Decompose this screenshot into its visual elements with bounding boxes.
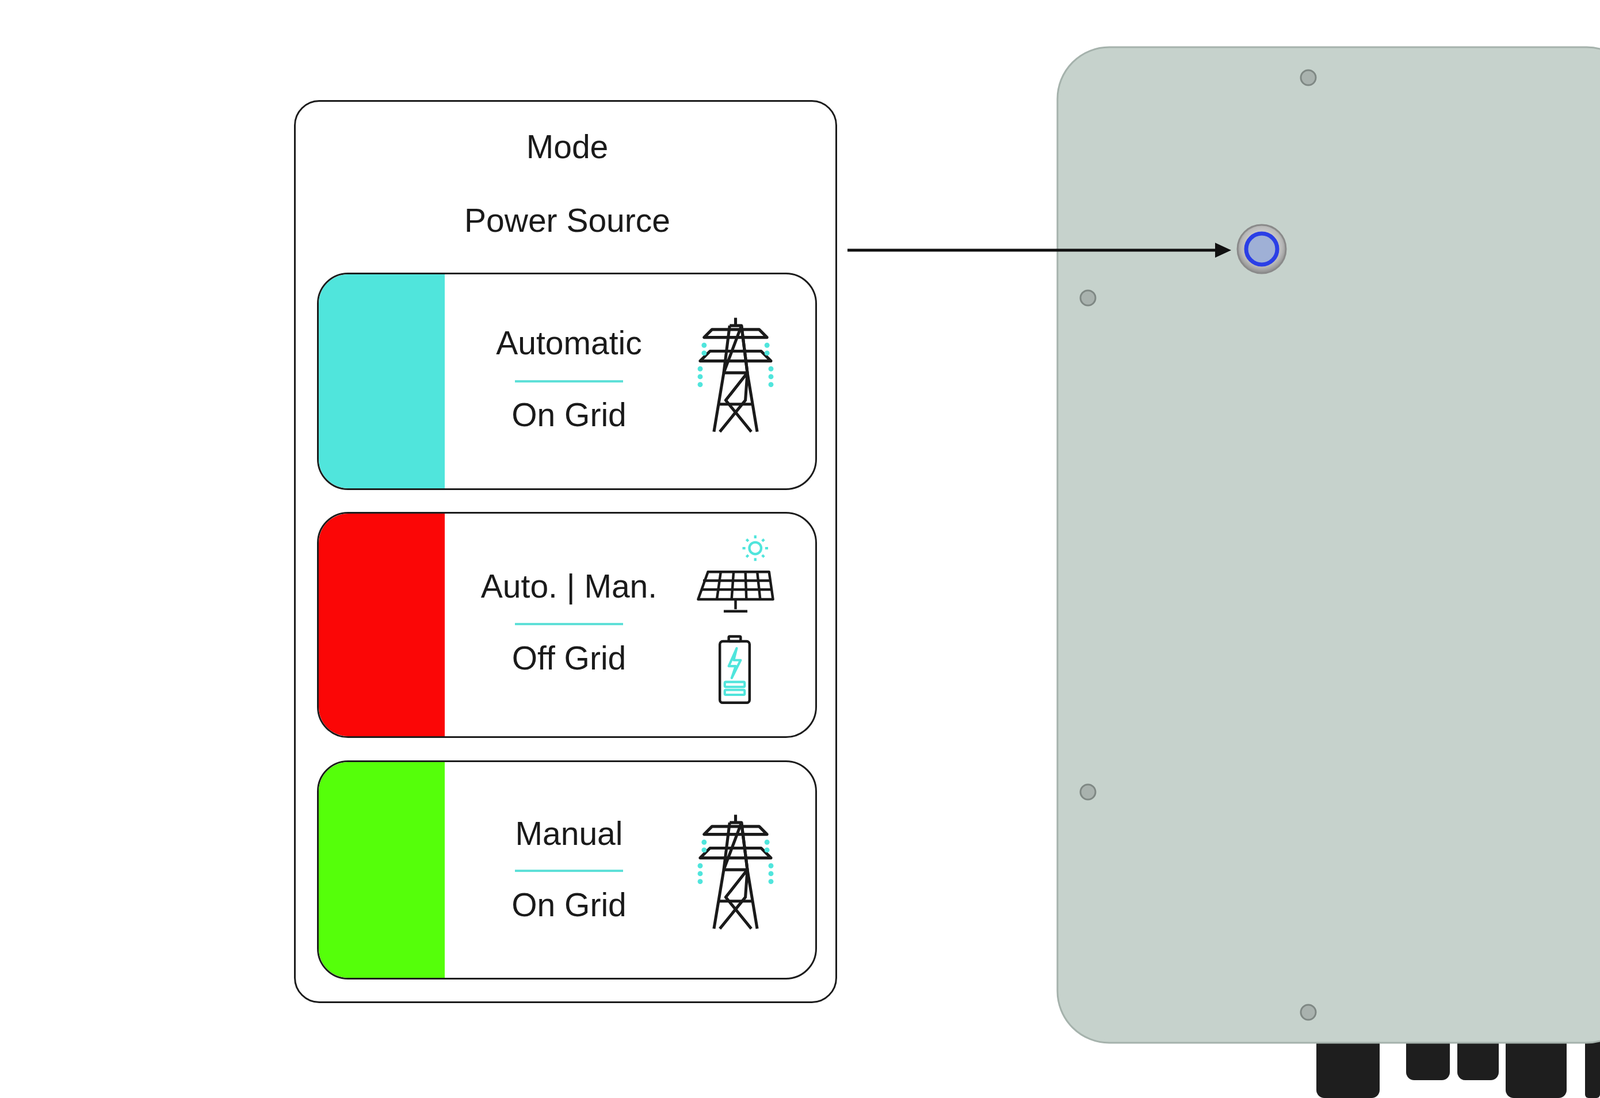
leader-arrow: [847, 242, 1232, 258]
source-label: Off Grid: [512, 640, 627, 677]
mode-box: Auto. | Man. Off Grid: [317, 512, 817, 739]
cable-glands: [1316, 1035, 1600, 1098]
mode-label: Automatic: [495, 325, 642, 362]
source-label: Power Source: [464, 202, 671, 239]
inverter-housing: [1057, 47, 1600, 1044]
pylon-icon: [696, 812, 775, 931]
source-label: On Grid: [511, 396, 627, 434]
mode-box: Automatic On Grid: [317, 272, 817, 491]
divider-line: [514, 869, 624, 873]
pylon-icon: [696, 315, 775, 434]
mode-label: Manual: [515, 815, 624, 853]
housing-screws: [1080, 70, 1316, 1021]
solar-panel-icon: [696, 534, 775, 618]
battery-icon: [716, 634, 753, 706]
mode-box: Manual On Grid: [317, 760, 817, 980]
source-label: On Grid: [511, 887, 627, 924]
color-strip: [318, 762, 445, 979]
divider-line: [514, 623, 624, 626]
divider-line: [514, 380, 624, 383]
mode-label: Mode: [526, 128, 609, 166]
mode-button: [1237, 224, 1286, 274]
mode-label: Auto. | Man.: [480, 568, 658, 605]
color-strip: [318, 513, 445, 737]
color-strip: [318, 274, 445, 489]
legend-panel: ModePower SourceAutomaticOn GridAuto. | …: [293, 100, 838, 1004]
